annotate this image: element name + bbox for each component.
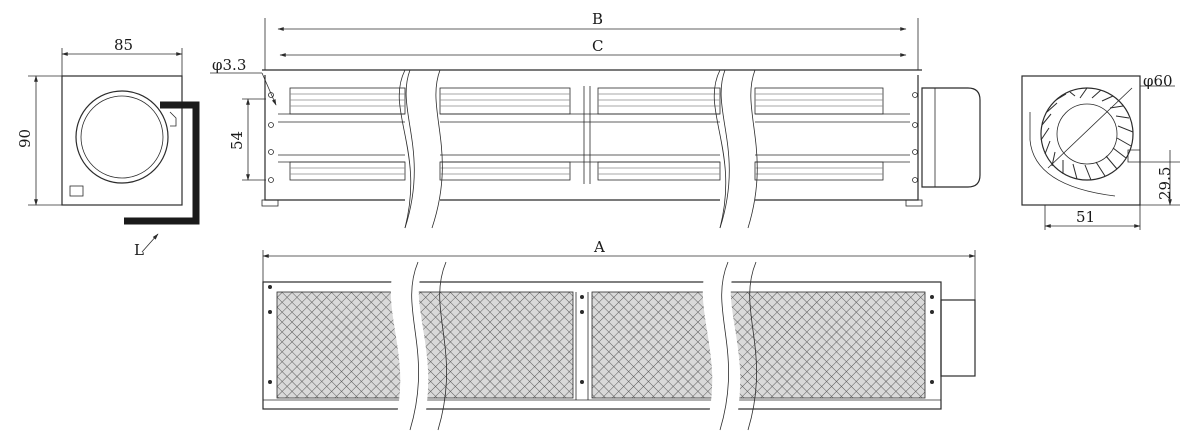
bottom-mounting-holes <box>268 285 934 384</box>
l-bracket <box>124 101 200 225</box>
hole-dia-label: φ3.3 <box>212 56 246 74</box>
impeller-upper <box>289 87 884 115</box>
bottom-motor <box>940 299 976 377</box>
overall-b-label: B <box>592 10 603 28</box>
overall-c-label: C <box>592 37 603 55</box>
side-width-label: 85 <box>114 36 133 54</box>
side-height-label: 90 <box>16 129 34 148</box>
impeller-lower <box>289 161 884 181</box>
overall-a-label: A <box>593 238 605 256</box>
mounting-hole-icon <box>268 92 918 183</box>
fan-housing-circle <box>75 90 169 184</box>
fan-impeller-icon <box>1040 87 1134 181</box>
bracket-label: L <box>134 241 144 259</box>
bottom-view: A <box>262 238 976 434</box>
mesh-grille-icon <box>276 291 926 399</box>
motor-icon <box>921 87 981 188</box>
end-height-label: 29.5 <box>1156 167 1174 200</box>
end-view: φ60 51 29.5 <box>1021 72 1180 230</box>
mount-spacing-label: 54 <box>228 131 246 150</box>
impeller-blades <box>1040 87 1134 181</box>
end-dia-label: φ60 <box>1143 72 1173 90</box>
end-width-label: 51 <box>1076 208 1095 226</box>
side-view: 85 90 L <box>16 36 200 259</box>
front-view: B C 54 φ3.3 <box>210 10 981 229</box>
